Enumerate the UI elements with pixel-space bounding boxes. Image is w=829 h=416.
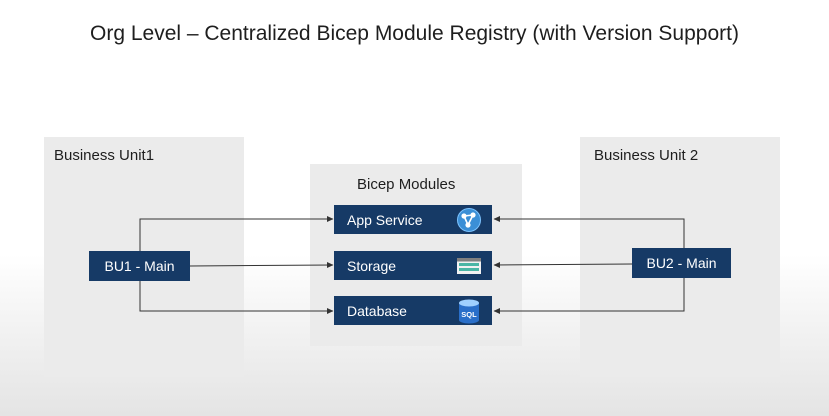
- bicep-modules-label: Bicep Modules: [357, 176, 456, 193]
- storage-icon: [457, 257, 481, 274]
- module-storage[interactable]: Storage: [334, 251, 492, 280]
- business-unit-2-label: Business Unit 2: [594, 147, 699, 164]
- arrow-bu2-to-storage: [493, 261, 633, 268]
- sql-database-icon: SQL: [459, 299, 479, 323]
- arrow-bu1-to-app-service: [139, 216, 334, 251]
- bu1-main-box[interactable]: BU1 - Main: [89, 251, 190, 281]
- sql-icon-text: SQL: [461, 310, 477, 319]
- arrow-bu2-to-app-service: [493, 216, 685, 248]
- module-storage-label: Storage: [347, 257, 397, 274]
- business-unit-1-label: Business Unit1: [54, 147, 155, 164]
- module-database-label: Database: [347, 302, 407, 319]
- module-app-service-label: App Service: [347, 211, 423, 228]
- app-service-icon: [457, 207, 481, 232]
- bu2-main-box[interactable]: BU2 - Main: [632, 248, 731, 278]
- arrow-bu1-to-storage: [189, 262, 334, 269]
- arrow-bu2-to-database: [493, 278, 685, 314]
- bu1-main-label: BU1 - Main: [104, 258, 175, 274]
- arrow-bu1-to-database: [139, 281, 334, 314]
- bu2-main-label: BU2 - Main: [646, 255, 717, 271]
- diagram-title: Org Level – Centralized Bicep Module Reg…: [90, 22, 739, 45]
- module-database[interactable]: Database SQL: [334, 296, 492, 325]
- module-app-service[interactable]: App Service: [334, 205, 492, 234]
